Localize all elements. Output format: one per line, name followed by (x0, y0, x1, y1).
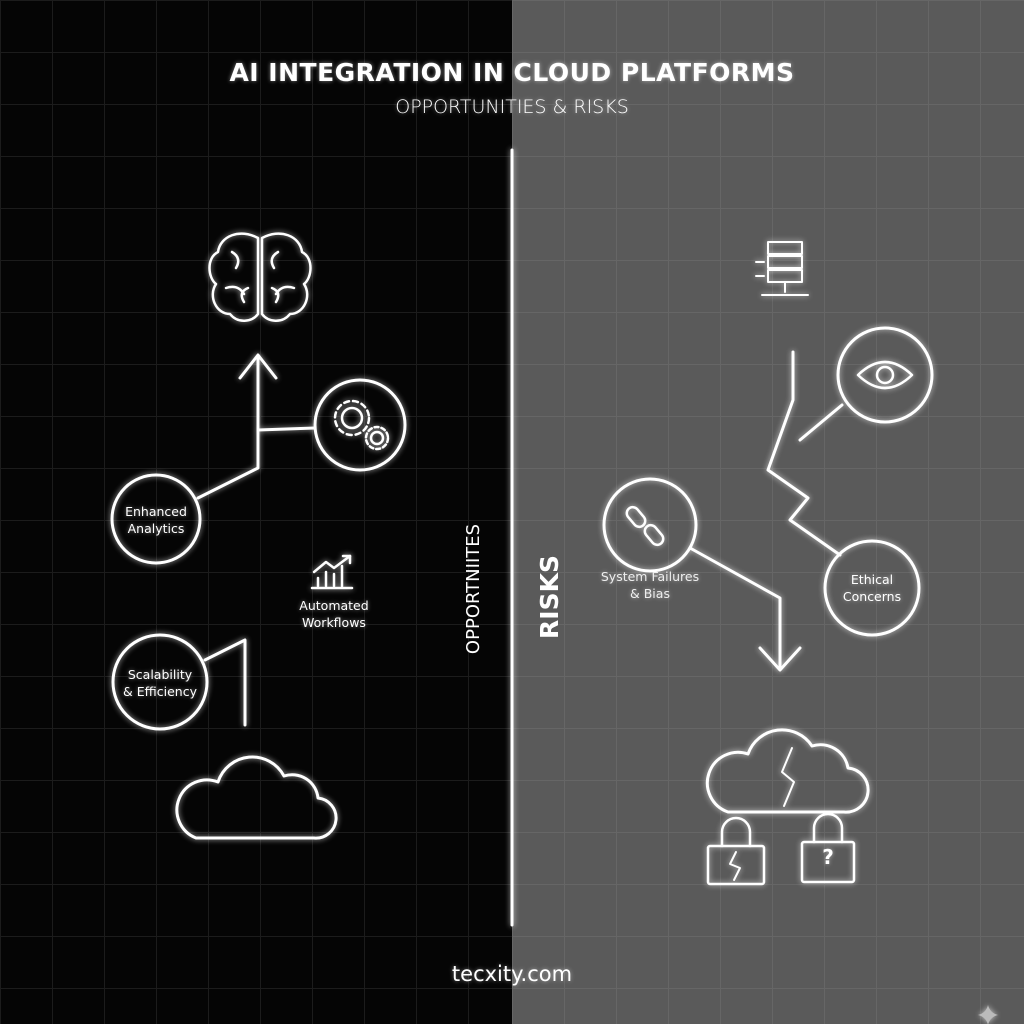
label-line: Automated (299, 598, 369, 613)
broken-cloud-icon (705, 728, 870, 814)
label-line: Workflows (302, 615, 366, 630)
label-line: Concerns (842, 589, 902, 604)
question-lock-icon (800, 812, 856, 884)
risks-section-label: RISKS (535, 555, 564, 639)
broken-lock-icon (706, 816, 766, 886)
automated-workflows-label: Automated Workflows (284, 597, 384, 631)
enhanced-analytics-label: Enhanced Analytics (106, 503, 206, 537)
ethical-concerns-node (823, 539, 921, 637)
gears-icon (333, 399, 390, 451)
label-line: Scalability (127, 667, 193, 682)
question-mark: ? (822, 845, 834, 869)
label-line: & Bias (630, 586, 670, 601)
scalability-label: Scalability & Efficiency (105, 666, 215, 700)
label-line: Enhanced (125, 504, 187, 519)
page-title: AI INTEGRATION IN CLOUD PLATFORMS (229, 58, 795, 87)
eye-node (836, 326, 934, 424)
footer-site[interactable]: tecxity.com (451, 962, 573, 986)
cloud-icon (175, 755, 338, 840)
system-failures-node (602, 477, 698, 573)
eye-icon (856, 360, 914, 390)
opportunities-section-label: OPPORTNIITES (463, 523, 484, 655)
opportunities-panel (0, 0, 512, 1024)
system-failures-label: System Failures & Bias (595, 568, 705, 602)
page-subtitle: OPPORTUNITIES & RISKS (395, 96, 629, 118)
label-line: System Failures (600, 569, 700, 584)
brain-icon (208, 232, 312, 322)
scalability-node (111, 633, 209, 731)
growth-chart-icon (310, 554, 354, 590)
label-line: Ethical (850, 572, 894, 587)
server-icon (755, 241, 809, 296)
ethical-concerns-label: Ethical Concerns (822, 571, 922, 605)
opportunities-connectors (196, 353, 317, 727)
label-line: Analytics (127, 521, 185, 536)
sparkle-icon (978, 1005, 998, 1024)
broken-link-icon (625, 505, 665, 547)
label-line: & Efficiency (123, 684, 197, 699)
enhanced-analytics-node (110, 473, 202, 565)
risks-connectors (688, 350, 844, 672)
risks-panel (512, 0, 1024, 1024)
gears-node (313, 378, 407, 472)
